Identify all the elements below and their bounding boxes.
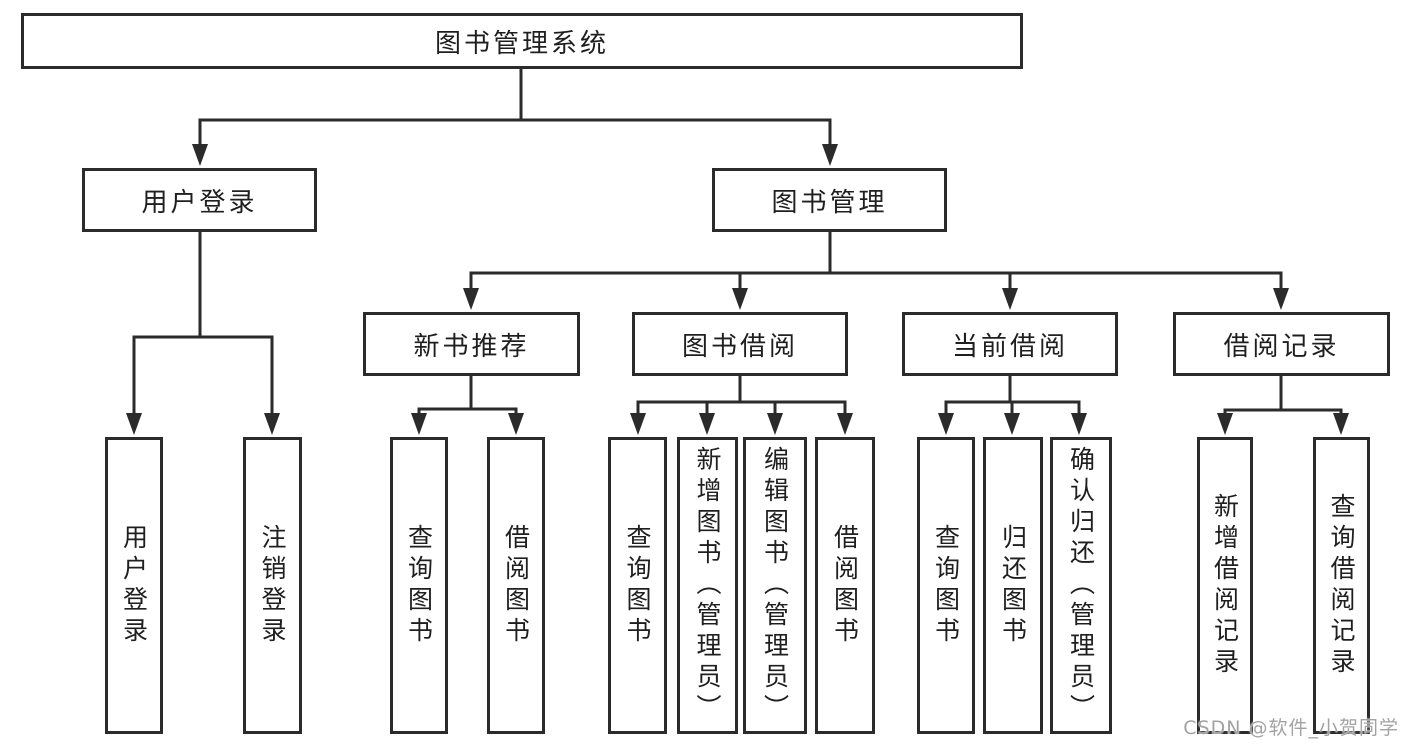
- leaf-label: 新增图书（管理员）: [693, 446, 722, 725]
- arrow-down-icon: [192, 121, 208, 166]
- leaf-label: 借阅图书: [830, 523, 860, 648]
- leaf-confirm-return-admin: 确认归还（管理员）: [1050, 437, 1112, 734]
- node-current-borrowing: 当前借阅: [902, 312, 1118, 376]
- node-book-borrowing: 图书借阅: [632, 312, 848, 376]
- arrow-down-icon: [837, 402, 853, 435]
- watermark: CSDN @软件_小贺同学: [1183, 717, 1399, 739]
- node-new-book-recommend: 新书推荐: [363, 312, 580, 376]
- node-user-login: 用户登录: [82, 168, 317, 232]
- leaf-label: 查询借阅记录: [1327, 492, 1356, 679]
- leaf-label: 编辑图书（管理员）: [760, 446, 790, 725]
- arrow-down-icon: [264, 337, 280, 435]
- node-label: 借阅记录: [1223, 331, 1340, 362]
- node-label: 图书管理系统: [434, 28, 609, 59]
- node-library-system: 图书管理系统: [21, 13, 1023, 69]
- leaf-query-books-borrow: 查询图书: [608, 437, 667, 734]
- node-book-management: 图书管理: [712, 168, 947, 232]
- leaf-add-borrow-record: 新增借阅记录: [1197, 437, 1253, 734]
- arrow-down-icon: [630, 402, 646, 435]
- node-label: 图书管理: [771, 187, 888, 218]
- arrow-down-icon: [699, 402, 715, 435]
- leaf-label: 查询图书: [931, 523, 961, 648]
- arrow-down-icon: [1002, 274, 1018, 310]
- leaf-label: 用户登录: [119, 523, 149, 648]
- arrow-down-icon: [1217, 410, 1233, 435]
- leaf-borrow-books: 借阅图书: [815, 437, 875, 734]
- arrow-down-icon: [822, 121, 838, 166]
- arrow-down-icon: [767, 402, 783, 435]
- arrow-down-icon: [732, 274, 748, 310]
- node-label: 图书借阅: [681, 331, 798, 362]
- arrow-down-icon: [411, 409, 427, 435]
- leaf-label: 查询图书: [623, 523, 652, 648]
- node-label: 新书推荐: [413, 331, 530, 362]
- leaf-borrow-books-recommend: 借阅图书: [487, 437, 545, 734]
- leaf-query-books-recommend: 查询图书: [390, 437, 448, 734]
- arrow-down-icon: [508, 409, 524, 435]
- arrow-down-icon: [938, 402, 954, 435]
- arrow-down-icon: [1333, 410, 1349, 435]
- arrow-down-icon: [126, 337, 142, 435]
- leaf-query-borrow-record: 查询借阅记录: [1313, 437, 1370, 734]
- leaf-label: 归还图书: [998, 523, 1028, 648]
- leaf-label: 查询图书: [404, 523, 434, 648]
- connector-lines: [132, 67, 1343, 412]
- arrow-down-icon: [1071, 402, 1087, 435]
- node-label: 当前借阅: [951, 331, 1068, 362]
- node-borrowing-records: 借阅记录: [1173, 312, 1390, 376]
- node-label: 用户登录: [141, 187, 258, 218]
- leaf-user-login: 用户登录: [105, 437, 163, 734]
- leaf-return-book: 归还图书: [983, 437, 1043, 734]
- arrow-down-icon: [1004, 402, 1020, 435]
- arrow-down-icon: [463, 274, 479, 310]
- leaf-query-books-current: 查询图书: [917, 437, 975, 734]
- leaf-add-book-admin: 新增图书（管理员）: [677, 437, 738, 734]
- leaf-label: 新增借阅记录: [1210, 492, 1240, 679]
- leaf-label: 借阅图书: [501, 523, 531, 648]
- leaf-edit-book-admin: 编辑图书（管理员）: [743, 437, 807, 734]
- leaf-logout: 注销登录: [243, 437, 302, 734]
- leaf-label: 注销登录: [258, 523, 287, 648]
- arrow-down-icon: [1273, 274, 1289, 310]
- leaf-label: 确认归还（管理员）: [1066, 446, 1096, 725]
